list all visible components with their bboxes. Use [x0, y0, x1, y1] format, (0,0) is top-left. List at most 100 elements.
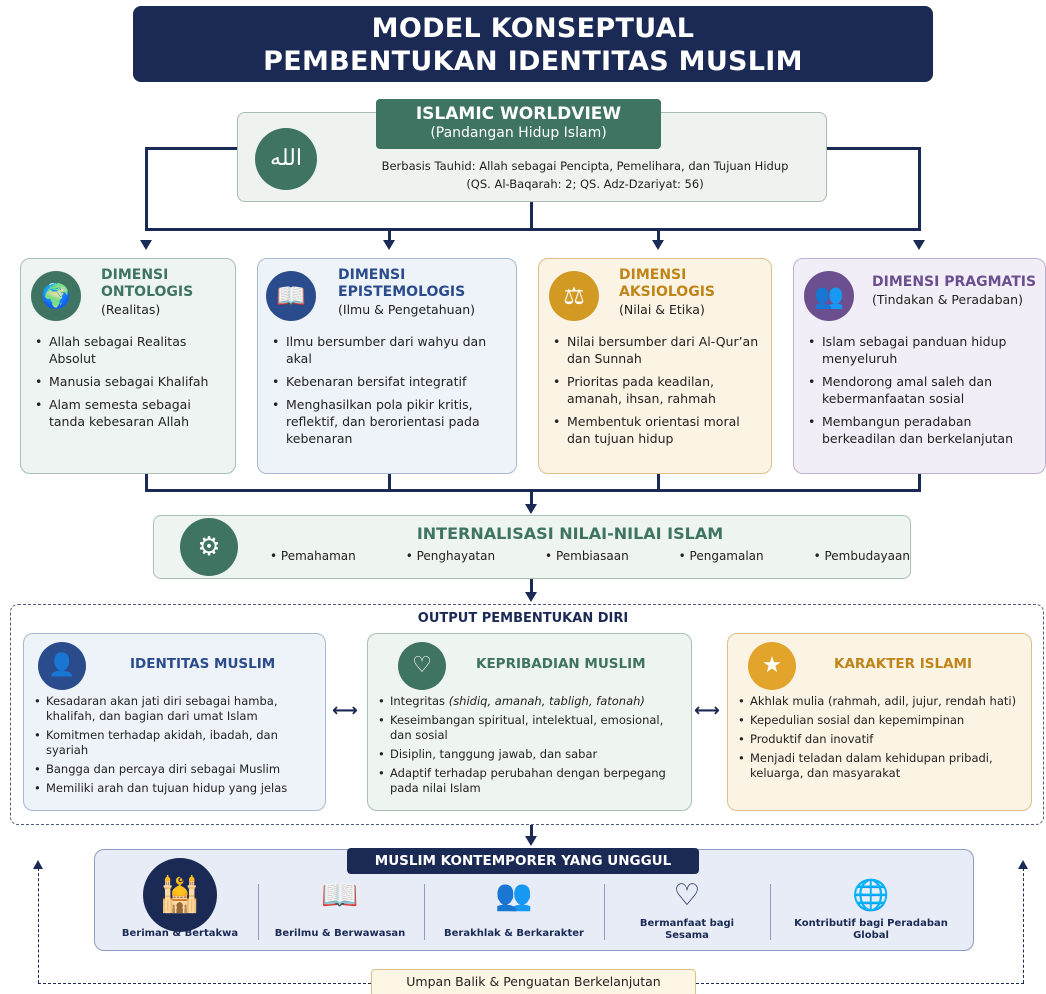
list-item: Integritas (shidiq, amanah, tabligh, fat…: [378, 694, 683, 709]
dimension-list: Ilmu bersumber dari wahyu dan akal Keben…: [272, 333, 512, 453]
connector-line: [530, 825, 533, 837]
list-item: Menjadi teladan dalam kehidupan pribadi,…: [738, 751, 1023, 781]
dimension-title: DIMENSI ONTOLOGIS (Realitas): [101, 267, 194, 317]
worldview-header: ISLAMIC WORLDVIEW (Pandangan Hidup Islam…: [376, 99, 661, 149]
list-item: Mendorong amal saleh dan kebermanfaatan …: [808, 373, 1042, 407]
mosque-globe-icon: 🕌: [143, 858, 217, 932]
list-item: Pembudayaan: [814, 549, 910, 563]
unggul-item-berilmu: 📖 Berilmu & Berwawasan: [262, 878, 418, 946]
internalisasi-title: INTERNALISASI NILAI-NILAI ISLAM: [416, 524, 724, 543]
list-item: Ilmu bersumber dari wahyu dan akal: [272, 333, 512, 367]
list-item: Produktif dan inovatif: [738, 732, 1023, 747]
dimension-list: Islam sebagai panduan hidup menyeluruh M…: [808, 333, 1042, 453]
arrow-down-icon: [140, 240, 152, 250]
card-list: Kesadaran akan jati diri sebagai hamba, …: [34, 694, 319, 800]
arrow-up-icon: [1018, 860, 1028, 869]
connector-line: [145, 489, 921, 492]
identitas-muslim-card: 👤 IDENTITAS MUSLIM Kesadaran akan jati d…: [23, 633, 326, 811]
hands-heart-icon: ♡: [673, 878, 701, 913]
arrow-down-icon: [652, 240, 664, 250]
double-arrow-icon: ⟷: [332, 700, 358, 721]
arrow-down-icon: [525, 592, 537, 602]
connector-line: [530, 489, 533, 505]
worldview-line-1: Berbasis Tauhid: Allah sebagai Pencipta,…: [381, 159, 789, 173]
dimensi-pragmatis-card: 👥 DIMENSI PRAGMATIS (Tindakan & Peradaba…: [793, 258, 1046, 474]
connector-line: [918, 474, 921, 492]
dimension-title: DIMENSI EPISTEMOLOGIS (Ilmu & Pengetahua…: [338, 267, 476, 317]
world-icon: 🌐: [852, 878, 890, 913]
title-banner: MODEL KONSEPTUAL PEMBENTUKAN IDENTITAS M…: [133, 6, 933, 82]
list-item: Pembiasaan: [545, 549, 629, 563]
arrow-down-icon: [383, 240, 395, 250]
group-icon: 👥: [804, 271, 854, 321]
internalisasi-box: [153, 515, 911, 579]
arrow-up-icon: [33, 860, 43, 869]
feedback-line: [1023, 868, 1024, 983]
card-title: IDENTITAS MUSLIM: [130, 656, 276, 672]
internalisasi-items: Pemahaman Penghayatan Pembiasaan Pengama…: [270, 549, 910, 563]
worldview-description: Berbasis Tauhid: Allah sebagai Pencipta,…: [350, 157, 820, 193]
connector-line: [388, 474, 391, 492]
book-icon: 📖: [266, 271, 316, 321]
list-item: Memiliki arah dan tujuan hidup yang jela…: [34, 781, 319, 796]
feedback-line: [38, 983, 371, 984]
output-region: [10, 604, 1044, 825]
connector-line: [145, 228, 921, 231]
people-star-icon: 👥: [495, 878, 533, 913]
list-item: Prioritas pada keadilan, amanah, ihsan, …: [553, 373, 765, 407]
card-title: KARAKTER ISLAMI: [834, 656, 972, 672]
title-line-1: MODEL KONSEPTUAL: [371, 13, 695, 44]
card-title: KEPRIBADIAN MUSLIM: [476, 656, 646, 672]
worldview-subtitle: (Pandangan Hidup Islam): [430, 125, 607, 141]
head-gear-icon: ⚙: [180, 518, 238, 576]
divider: [604, 884, 605, 940]
connector-line: [530, 202, 533, 229]
list-item: Disiplin, tanggung jawab, dan sabar: [378, 747, 683, 762]
list-item: Akhlak mulia (rahmah, adil, jujur, renda…: [738, 694, 1023, 709]
list-item: Komitmen terhadap akidah, ibadah, dan sy…: [34, 728, 319, 758]
connector-line: [145, 147, 148, 231]
connector-line: [657, 228, 660, 240]
feedback-line: [38, 868, 39, 983]
list-item: Membangun peradaban berkeadilan dan berk…: [808, 413, 1042, 447]
connector-line: [145, 474, 148, 492]
list-item: Pengamalan: [679, 549, 764, 563]
connector-line: [530, 579, 533, 593]
list-item: Membentuk orientasi moral dan tujuan hid…: [553, 413, 765, 447]
list-item: Menghasilkan pola pikir kritis, reflekti…: [272, 396, 512, 447]
unggul-item-kontributif: 🌐 Kontributif bagi Peradaban Global: [776, 878, 966, 946]
worldview-title: ISLAMIC WORLDVIEW: [415, 104, 622, 124]
list-item: Allah sebagai Realitas Absolut: [35, 333, 225, 367]
feedback-line: [696, 983, 1024, 984]
list-item: Alam semesta sebagai tanda kebesaran All…: [35, 396, 225, 430]
connector-line: [145, 147, 237, 150]
unggul-item-bermanfaat: ♡ Bermanfaat bagi Sesama: [612, 878, 762, 946]
karakter-islami-card: ★ KARAKTER ISLAMI Akhlak mulia (rahmah, …: [727, 633, 1032, 811]
list-item: Bangga dan percaya diri sebagai Muslim: [34, 762, 319, 777]
scales-icon: ⚖: [549, 271, 599, 321]
divider: [258, 884, 259, 940]
worldview-line-2: (QS. Al-Baqarah: 2; QS. Adz-Dzariyat: 56…: [466, 177, 704, 191]
feedback-box: Umpan Balik & Penguatan Berkelanjutan: [371, 969, 696, 994]
connector-line: [388, 228, 391, 240]
connector-line: [827, 147, 920, 150]
list-item: Adaptif terhadap perubahan dengan berpeg…: [378, 766, 683, 796]
list-item: Nilai bersumber dari Al-Qur’an dan Sunna…: [553, 333, 765, 367]
double-arrow-icon: ⟷: [694, 700, 720, 721]
globe-icon: 🌍: [31, 271, 81, 321]
list-item: Penghayatan: [406, 549, 496, 563]
list-item: Islam sebagai panduan hidup menyeluruh: [808, 333, 1042, 367]
unggul-title: MUSLIM KONTEMPORER YANG UNGGUL: [347, 848, 699, 874]
allah-calligraphy-icon: الله: [255, 128, 317, 190]
dimensi-epistemologis-card: 📖 DIMENSI EPISTEMOLOGIS (Ilmu & Pengetah…: [257, 258, 517, 474]
list-item: Manusia sebagai Khalifah: [35, 373, 225, 390]
divider: [424, 884, 425, 940]
open-book-icon: 📖: [321, 878, 359, 913]
arrow-down-icon: [525, 504, 537, 514]
dimensi-aksiologis-card: ⚖ DIMENSI AKSIOLOGIS (Nilai & Etika) Nil…: [538, 258, 772, 474]
dimensi-ontologis-card: 🌍 DIMENSI ONTOLOGIS (Realitas) Allah seb…: [20, 258, 236, 474]
dimension-title: DIMENSI PRAGMATIS (Tindakan & Peradaban): [872, 274, 1037, 307]
list-item: Kesadaran akan jati diri sebagai hamba, …: [34, 694, 319, 724]
dimension-list: Allah sebagai Realitas Absolut Manusia s…: [35, 333, 225, 436]
unggul-item-beriman: Beriman & Bertakwa: [121, 928, 239, 939]
